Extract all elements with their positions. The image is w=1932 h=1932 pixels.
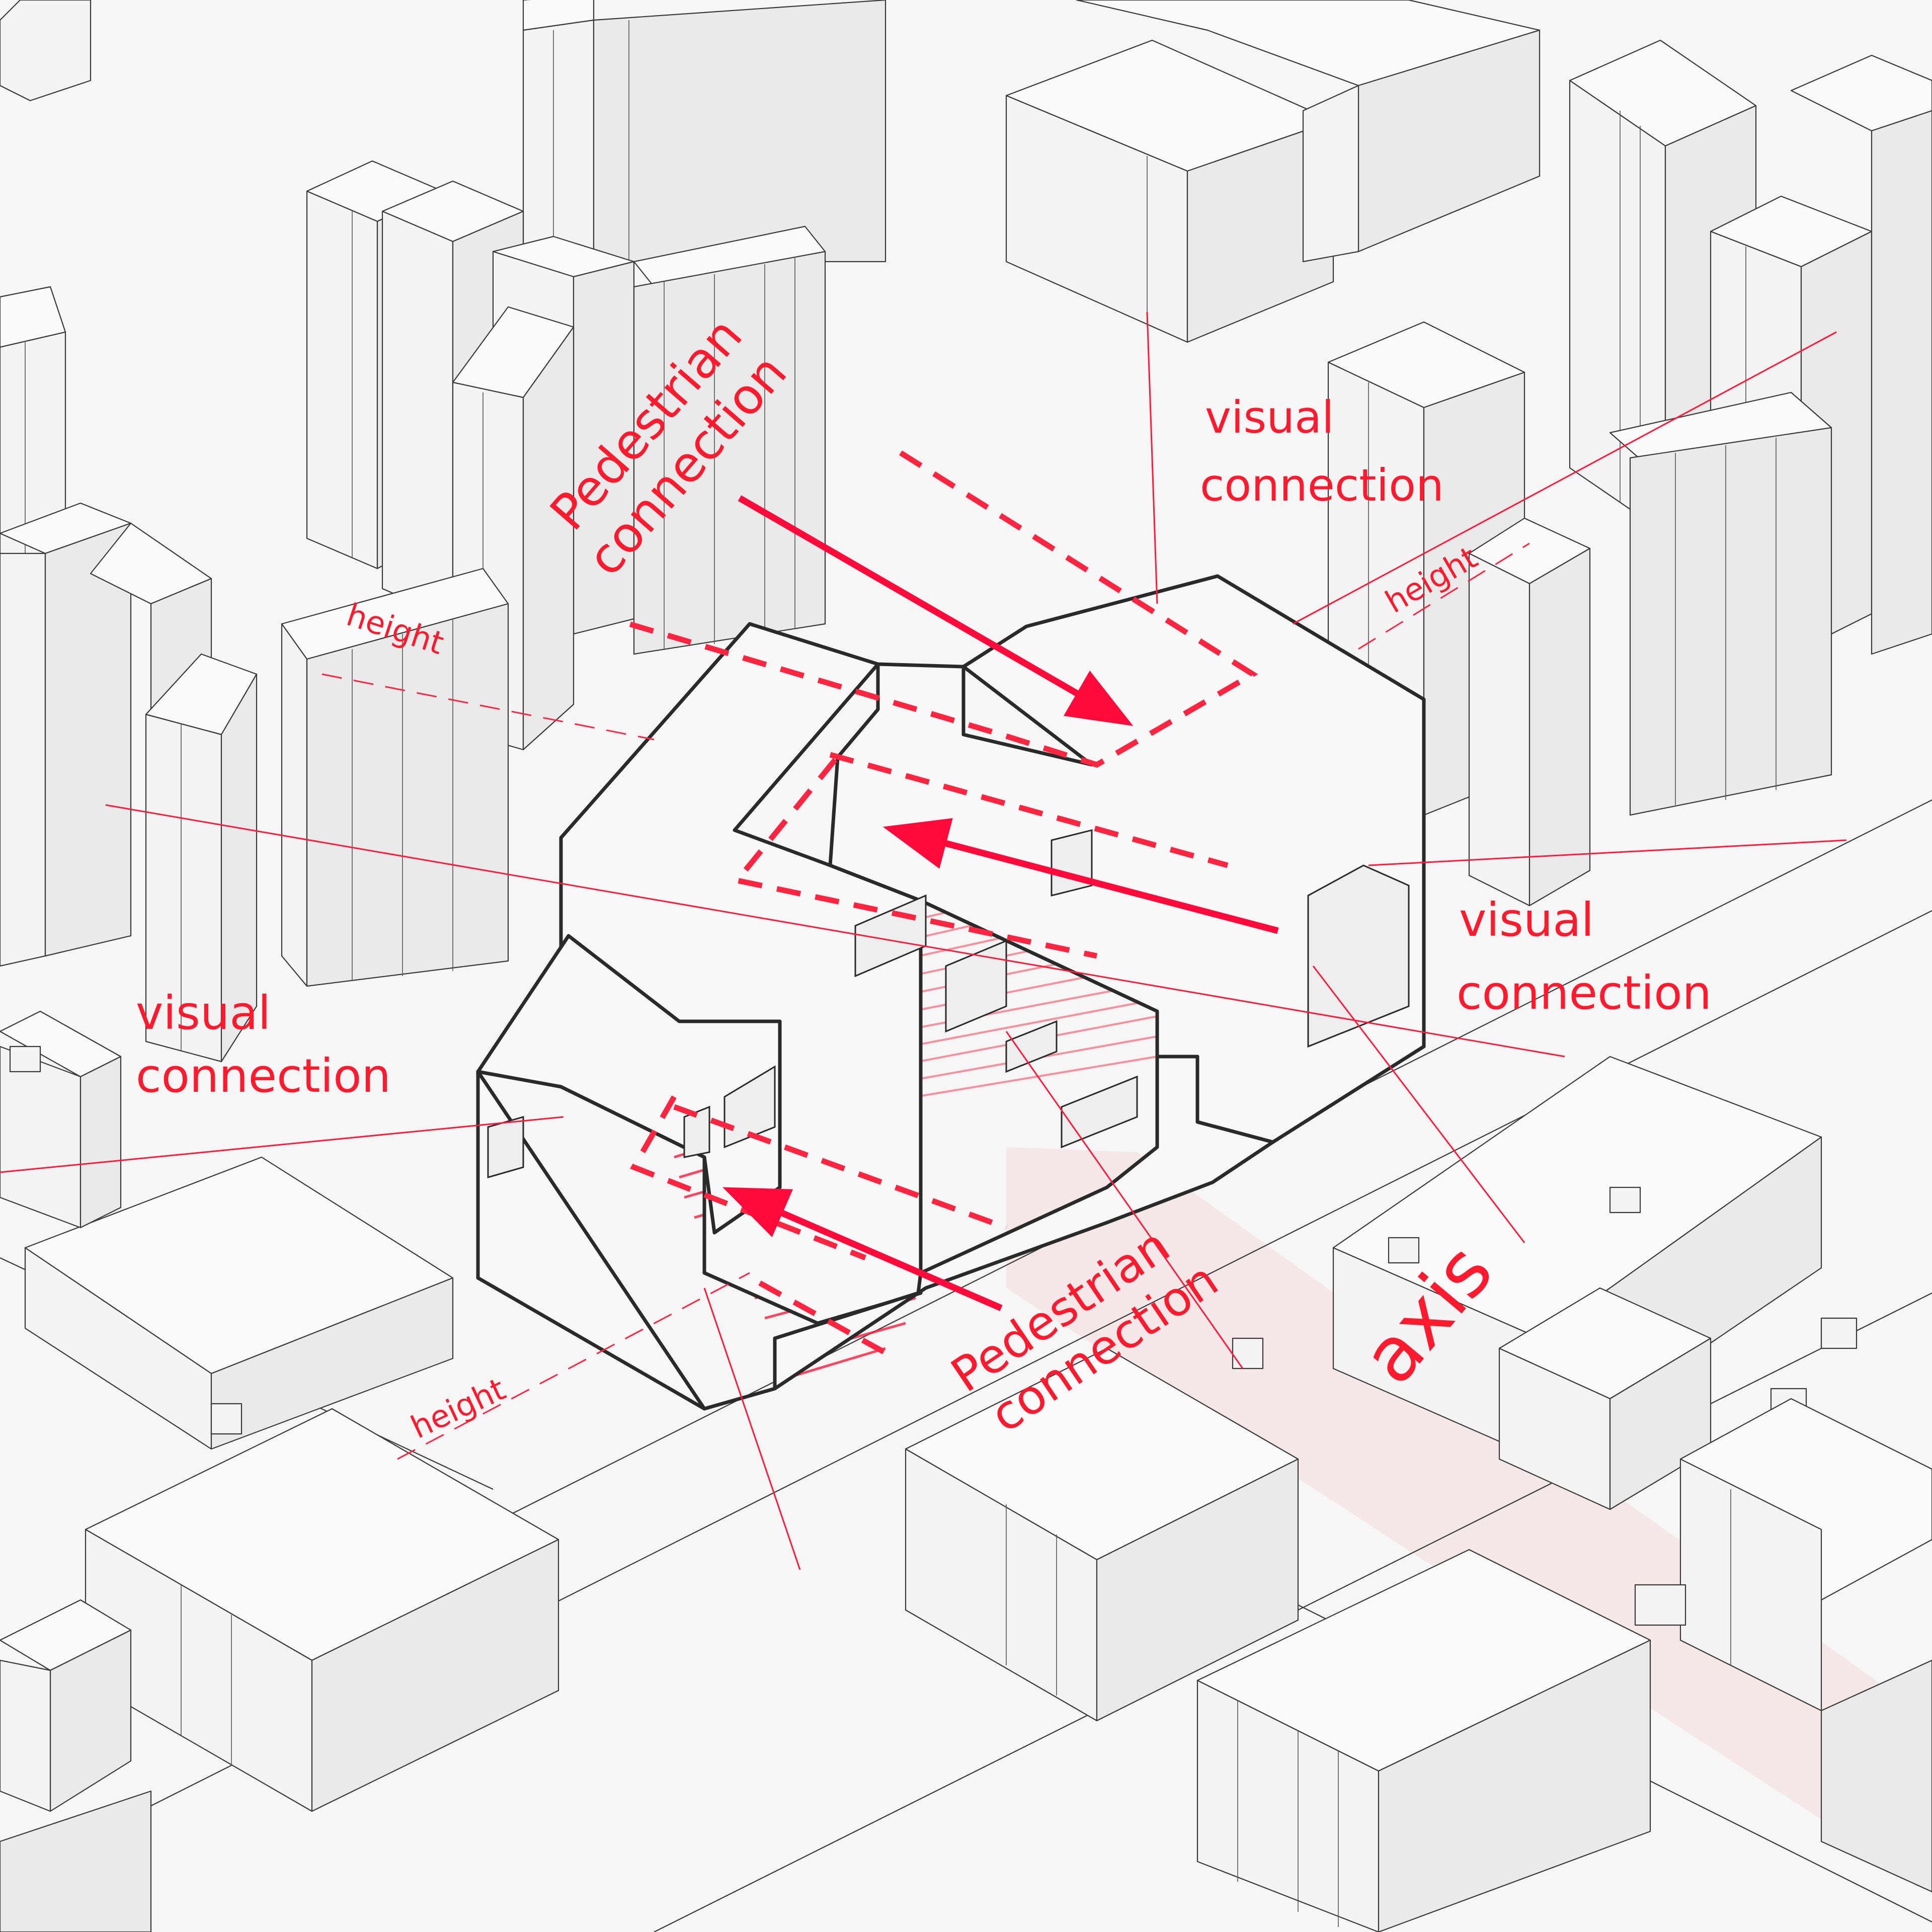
block-top-right-low (1005, 39, 1334, 343)
main-building-step-1 (945, 939, 1007, 1033)
pedestrian-arrow-bottom (722, 1187, 1003, 1311)
label-visual-left-line2: connection (136, 1049, 391, 1103)
label-visual-left-line1: visual (136, 986, 271, 1040)
main-building-window-6 (487, 1116, 524, 1178)
height-lines (321, 542, 1530, 1460)
block-bottom-center-a (905, 1337, 1299, 1722)
visual-arrow-middle (882, 818, 1279, 934)
main-building-window-2 (1005, 1020, 1058, 1073)
visual-lines (0, 311, 1847, 1570)
block-bottom-right-d (1820, 1659, 1932, 1893)
main-building-lower-front (476, 1055, 1275, 1411)
block-bottom-left-e (0, 1790, 152, 1932)
main-building-window-3 (1061, 1075, 1138, 1149)
axis-band (1006, 1147, 1932, 1892)
main-building-window-4 (683, 1105, 710, 1158)
tower-right-slab-b (1468, 517, 1591, 907)
tower-left-tall-c (145, 653, 258, 1063)
tower-block-top-center (522, 0, 887, 283)
tower-right-slab-c (1609, 391, 1832, 816)
block-bottom-left-b (85, 1403, 559, 1812)
main-building-top-right-wing (828, 574, 1426, 1144)
main-building-window-1 (1051, 829, 1093, 897)
main-building-window-5 (723, 1065, 776, 1149)
block-bottom-left-a (24, 1156, 454, 1450)
tower-right-c (1790, 54, 1932, 655)
dashed-pedestrian-paths (628, 450, 1258, 1361)
block-left-small (0, 1010, 122, 1229)
main-building-face-right (1307, 864, 1410, 1048)
block-bottom-center-b (1196, 1549, 1651, 1932)
block-bottom-right-c (1634, 1398, 1932, 1712)
block-bottom-left-c (0, 1599, 132, 1812)
label-visual-top-right-line2: connection (1200, 459, 1444, 511)
main-building (476, 574, 1426, 1411)
tower-top-left-1 (0, 0, 92, 102)
pedestrian-arrows (722, 495, 1279, 1311)
pedestrian-arrow-top (738, 495, 1134, 727)
tower-left-block-d (281, 568, 509, 987)
block-bottom-right-b (1498, 1287, 1858, 1510)
label-visual-right-line1: visual (1459, 893, 1594, 947)
label-visual-right-line2: connection (1457, 966, 1712, 1020)
label-visual-top-right-line1: visual (1205, 391, 1334, 443)
block-top-right-back (1076, 0, 1541, 263)
tower-center-block (633, 225, 826, 655)
